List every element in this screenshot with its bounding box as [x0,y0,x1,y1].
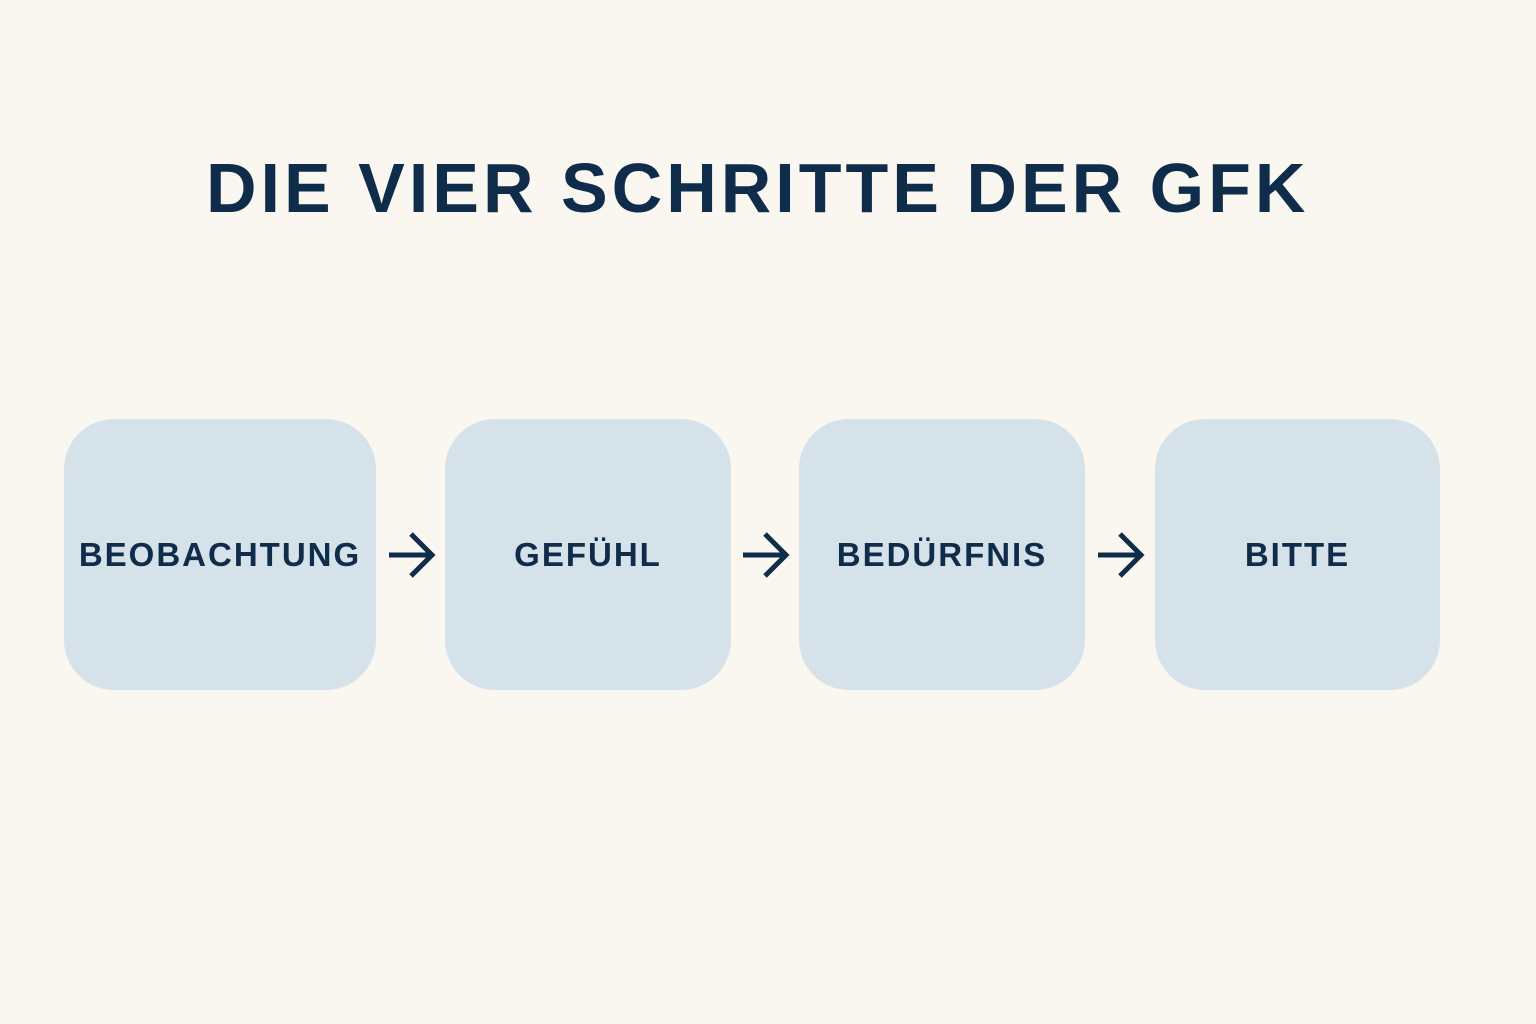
step-box-beobachtung: BEOBACHTUNG [64,419,376,690]
step-box-beduerfnis: BEDÜRFNIS [799,419,1085,690]
arrow-right-icon [1098,532,1145,578]
step-box-gefuehl: GEFÜHL [445,419,731,690]
step-label: GEFÜHL [514,535,662,573]
step-label: BEOBACHTUNG [78,535,362,573]
arrow-right-icon [389,532,436,578]
step-box-bitte: BITTE [1155,419,1440,690]
diagram-title: DIE VIER SCHRITTE DER GFK [206,149,1310,227]
arrow-right-icon [743,532,790,578]
step-label: BEDÜRFNIS [836,535,1048,573]
step-label: BITTE [1244,535,1351,573]
